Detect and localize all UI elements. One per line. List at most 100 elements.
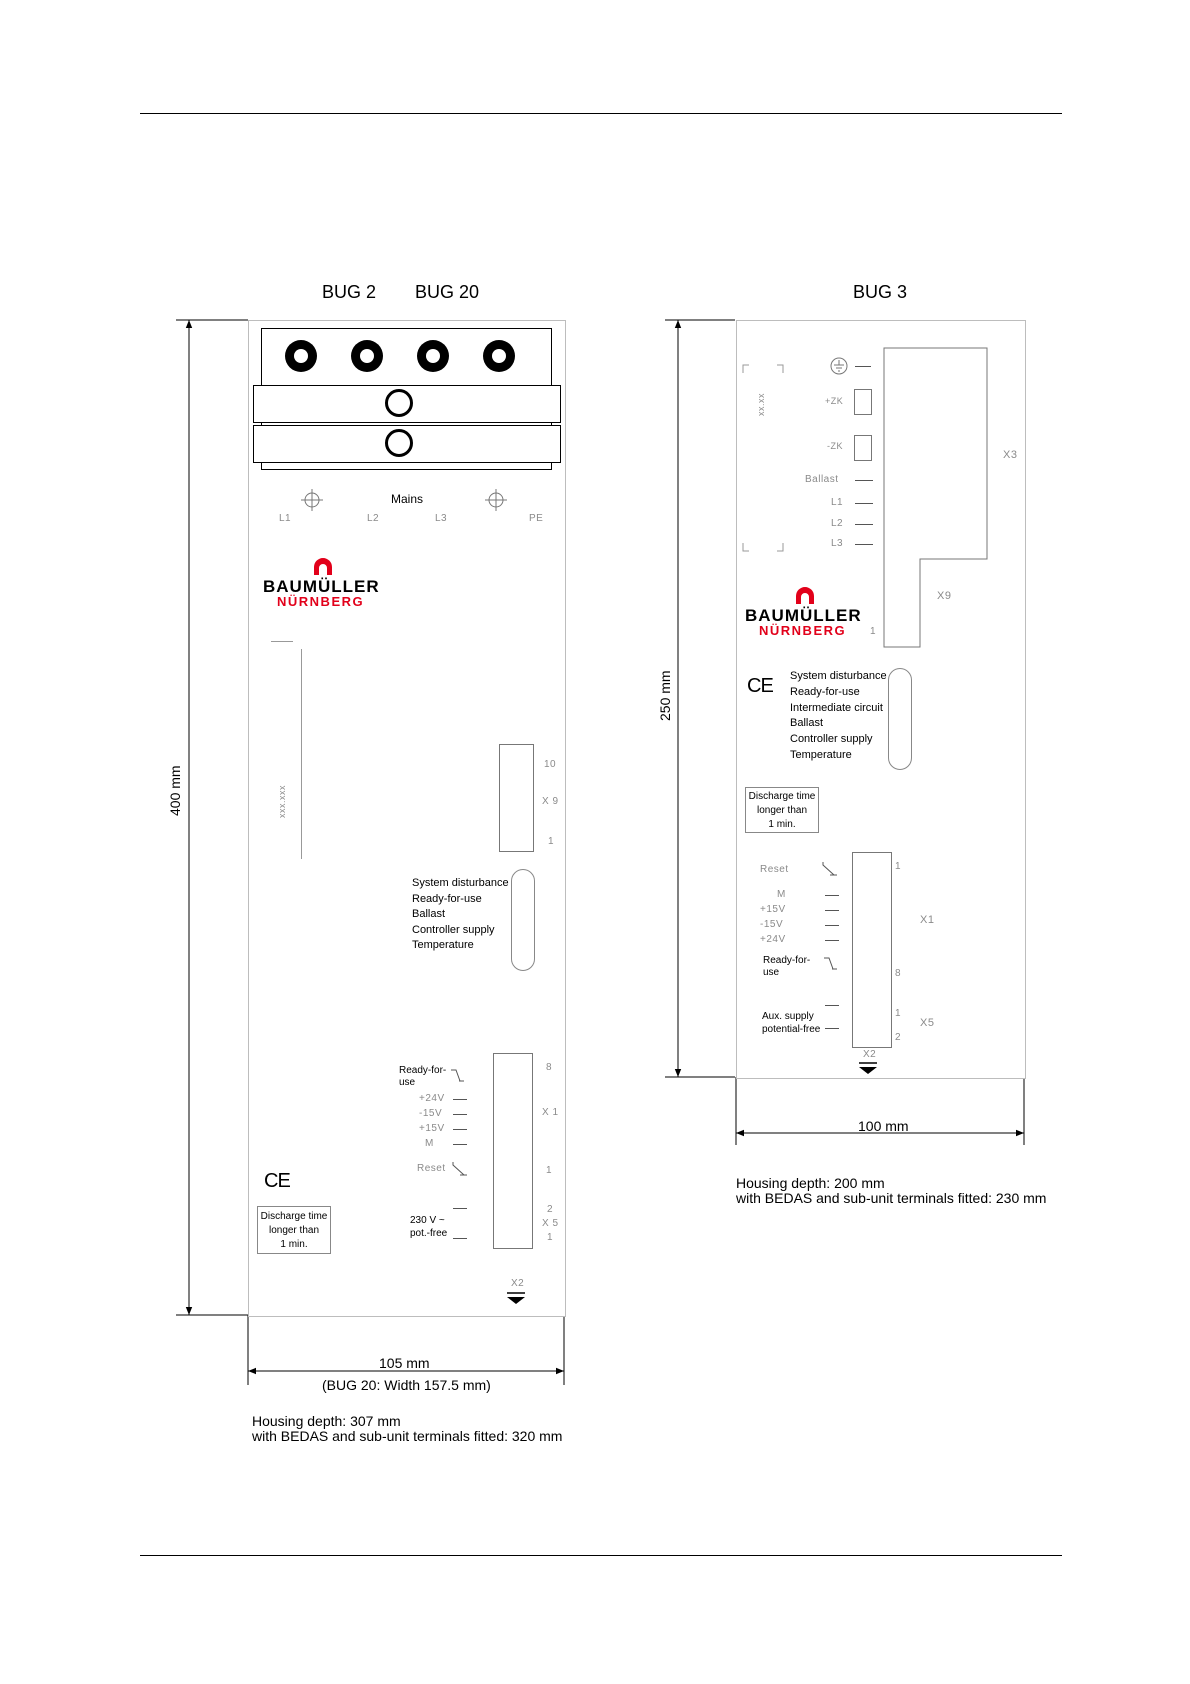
ce-mark: CE (264, 1170, 291, 1192)
pin-tick (855, 503, 873, 504)
pin-tick (855, 544, 873, 545)
relay-contact-icon (451, 1069, 464, 1082)
discharge-warning-text: Discharge time longer than 1 min. (748, 791, 816, 830)
heading-bug3: BUG 3 (853, 282, 908, 302)
logo-nurnberg: NÜRNBERG (277, 594, 365, 609)
terminal-label-minus-zk: -ZK (827, 441, 843, 451)
x1-signal-reset: Reset (417, 1163, 446, 1174)
x1-signal-minus15v: -15V (760, 919, 784, 930)
x1-signal-ready-for-use: Ready-for- use (763, 955, 811, 978)
x9-pin-top: 10 (544, 759, 557, 770)
cover-screw-icon (385, 429, 413, 457)
x9-label: X 9 (542, 796, 559, 807)
x1-connector[interactable] (493, 1053, 533, 1249)
x1-signal-plus15v: +15V (419, 1123, 445, 1134)
left-width-note: (BUG 20: Width 157.5 mm) (322, 1377, 491, 1393)
x1-signal-reset: Reset (760, 864, 789, 875)
terminal-label-ballast: Ballast (805, 474, 839, 485)
led-label-ballast: Ballast (790, 717, 824, 729)
x2-label: X2 (863, 1049, 877, 1060)
x1-signal-24v: +24V (760, 934, 786, 945)
relay-contact-icon (824, 957, 837, 970)
mounting-hole-icon (301, 489, 323, 511)
x3-label: X3 (1003, 449, 1018, 461)
pin-tick (825, 910, 839, 911)
led-label-controller-supply: Controller supply (790, 733, 873, 745)
led-label-system-disturbance: System disturbance (412, 877, 509, 889)
ce-mark: CE (747, 675, 774, 697)
left-housing-depth-note: with BEDAS and sub-unit terminals fitted… (252, 1428, 563, 1444)
right-width-dimension: 100 mm (858, 1118, 909, 1134)
x2-arrow-icon (859, 1062, 877, 1074)
x5-pin-top: 2 (547, 1204, 554, 1215)
x1-pin-bottom: 8 (895, 968, 902, 979)
left-unit-housing: Mains L1 L2 L3 PE BAUMÜLLER NÜRNBERG xxx… (248, 320, 566, 1317)
terminal-label-l3: L3 (831, 538, 844, 549)
x1-signal-ready-for-use: Ready-for- use (399, 1065, 447, 1088)
x1-pin-top: 8 (546, 1062, 553, 1073)
x9-label: X9 (937, 590, 952, 602)
logo-baumuller: BAUMÜLLER (263, 577, 380, 596)
led-label-temperature: Temperature (412, 939, 474, 951)
right-unit-housing: xx.xx +ZK -ZK Ballast L1 L2 L3 X3 X9 1 (736, 320, 1026, 1079)
x1-label: X 1 (542, 1107, 559, 1118)
x1-connector[interactable] (852, 852, 892, 1048)
earth-ground-icon (830, 357, 848, 375)
x9-pin-bottom: 1 (548, 836, 555, 847)
discharge-warning-box: Discharge time longer than 1 min. (257, 1206, 331, 1254)
x5-signal-230v: 230 V ~ pot.-free (410, 1215, 448, 1239)
x9-connector[interactable] (499, 744, 534, 852)
reset-switch-icon (822, 862, 837, 876)
pin-tick (825, 925, 839, 926)
pin-tick (453, 1129, 467, 1130)
x1-pin-top: 1 (895, 861, 902, 872)
x1-signal-m: M (777, 889, 786, 900)
led-label-controller-supply: Controller supply (412, 924, 495, 936)
pin-tick (825, 940, 839, 941)
x3-x9-connector-outline[interactable] (883, 347, 993, 667)
x9-pin: 1 (870, 626, 877, 637)
discharge-warning-text: Discharge time longer than 1 min. (260, 1211, 328, 1250)
x5-signal-aux-supply: Aux. supply potential-free (762, 1011, 821, 1035)
label-strip-cap (271, 641, 293, 642)
x1-signal-plus15v: +15V (760, 904, 786, 915)
reset-switch-icon (452, 1162, 467, 1176)
mounting-hole-icon (485, 489, 507, 511)
x5-pin-top: 1 (895, 1008, 902, 1019)
phase-label-l1: L1 (279, 513, 292, 524)
zk-terminal-plus (854, 389, 872, 415)
phase-label-pe: PE (529, 513, 544, 524)
x1-signal-m: M (425, 1138, 434, 1149)
pin-tick (855, 366, 871, 367)
pin-tick (855, 480, 873, 481)
terminal-label-l1: L1 (831, 497, 844, 508)
footer-rule (140, 1555, 1062, 1556)
led-label-ready-for-use: Ready-for-use (790, 686, 860, 698)
terminal-screw-icon (483, 340, 515, 372)
x5-label: X5 (920, 1017, 935, 1029)
x1-signal-24v: +24V (419, 1093, 445, 1104)
pin-tick (453, 1099, 467, 1100)
pin-tick (453, 1114, 467, 1115)
mains-label: Mains (391, 492, 424, 506)
heading-bug2: BUG 2 (322, 282, 377, 302)
pin-tick (825, 1028, 839, 1029)
right-housing-depth: Housing depth: 200 mm (736, 1175, 885, 1191)
phase-label-l3: L3 (435, 513, 448, 524)
led-label-intermediate-circuit: Intermediate circuit (790, 702, 883, 714)
led-label-ballast: Ballast (412, 908, 446, 920)
right-housing-depth-note: with BEDAS and sub-unit terminals fitted… (736, 1190, 1047, 1206)
x5-label: X 5 (542, 1218, 559, 1229)
phase-label-l2: L2 (367, 513, 380, 524)
terminal-label-plus-zk: +ZK (825, 396, 844, 406)
led-label-temperature: Temperature (790, 749, 852, 761)
left-width-dimension: 105 mm (379, 1355, 430, 1371)
x5-pin-bottom: 1 (547, 1232, 554, 1243)
led-label-ready-for-use: Ready-for-use (412, 893, 482, 905)
pin-tick (855, 524, 873, 525)
x2-arrow-icon (507, 1292, 525, 1304)
cover-screw-icon (385, 389, 413, 417)
x1-label: X1 (920, 914, 935, 926)
logo-nurnberg: NÜRNBERG (759, 623, 847, 638)
x2-label: X2 (511, 1278, 525, 1289)
